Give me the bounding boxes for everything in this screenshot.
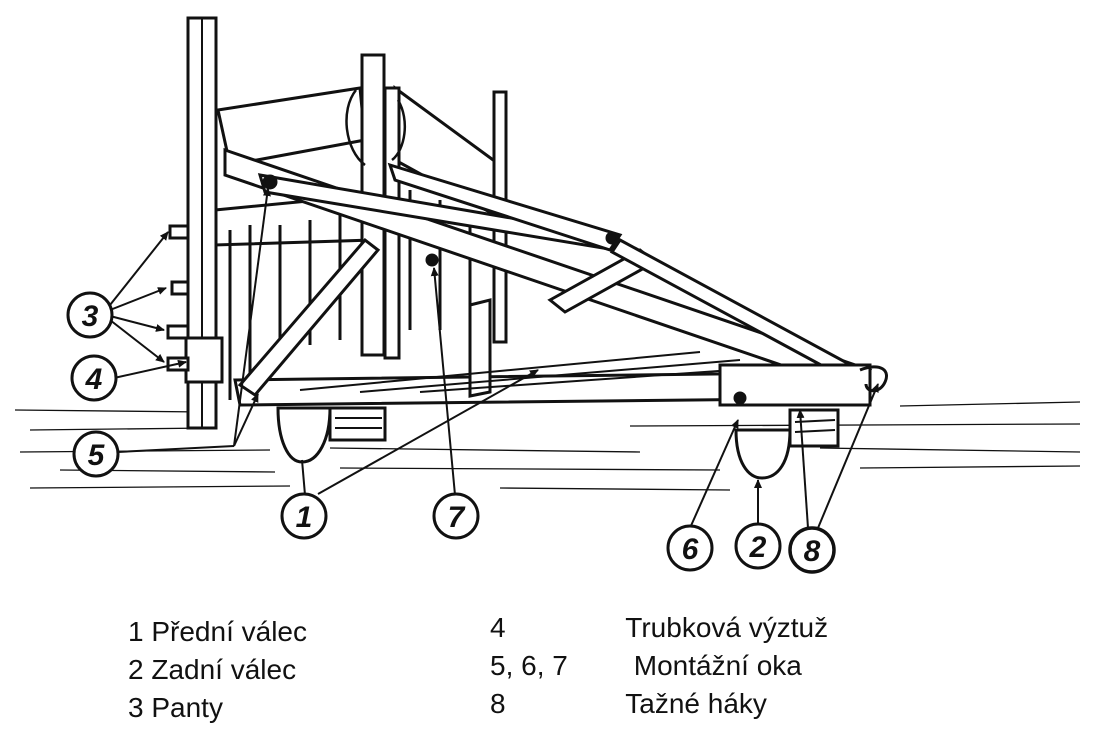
legend-text: Panty: [151, 692, 223, 723]
callout-1-label: 1: [296, 501, 313, 534]
rear-frame: [213, 53, 508, 400]
callout-8-label: 8: [804, 535, 821, 568]
legend-num: 5, 6, 7: [490, 650, 568, 681]
callout-3-label: 3: [82, 300, 99, 333]
legend-item-5-6-7: 5, 6, 7 Montážní oka: [490, 652, 802, 680]
callout-2: 2: [734, 522, 782, 570]
legend-num: 2: [128, 654, 144, 685]
legend-num: 8: [490, 688, 506, 719]
leader-lines: [109, 187, 879, 529]
callout-2-label: 2: [749, 531, 767, 564]
callout-4: 4: [70, 354, 118, 402]
legend-text: Montážní oka: [633, 650, 802, 681]
legend-text: Trubková výztuž: [625, 612, 829, 643]
rollers: [276, 365, 888, 480]
legend-text: Zadní válec: [151, 654, 297, 685]
callout-5-label: 5: [88, 439, 106, 472]
callout-6: 6: [666, 524, 714, 572]
legend-text: Tažné háky: [625, 688, 767, 719]
front-post: [166, 16, 224, 430]
legend-text: Přední válec: [151, 616, 307, 647]
callout-8: 8: [788, 526, 836, 574]
legend-item-4: 4 Trubková výztuž: [490, 614, 828, 642]
callout-1: 1: [280, 492, 328, 540]
legend-item-8: 8 Tažné háky: [490, 690, 767, 718]
legend-num: 4: [490, 612, 506, 643]
callout-4-label: 4: [85, 363, 103, 396]
main-frame: [223, 147, 873, 407]
callout-7: 7: [432, 492, 480, 540]
machine-diagram: 3 4 5 1 7 6 2 8: [14, 16, 1081, 574]
callout-7-label: 7: [448, 501, 466, 534]
legend-num: 3: [128, 692, 144, 723]
legend-num: 1: [128, 616, 144, 647]
callout-6-label: 6: [682, 533, 699, 566]
callout-3: 3: [66, 291, 114, 339]
legend-item-3: 3 Panty: [128, 694, 223, 722]
legend-item-2: 2 Zadní válec: [128, 656, 296, 684]
legend-item-1: 1 Přední válec: [128, 618, 307, 646]
callout-5: 5: [72, 430, 120, 478]
ground-lines: [14, 401, 1081, 491]
